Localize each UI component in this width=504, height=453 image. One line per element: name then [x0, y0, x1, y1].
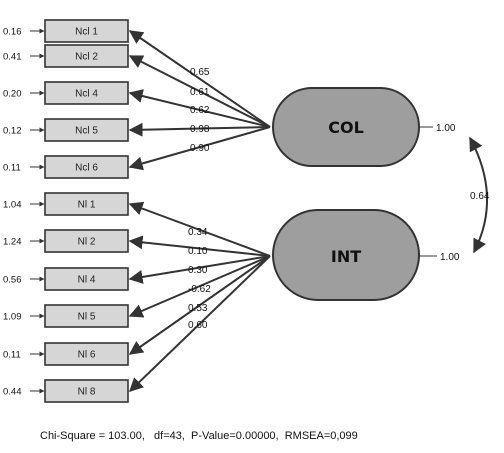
indicator-label: Nl 5	[78, 312, 96, 323]
indicator-box: Ncl 1	[44, 19, 129, 43]
loading-arrow	[128, 201, 271, 257]
loading-value: 0.61	[190, 87, 210, 98]
loading-value: 0.30	[188, 265, 208, 276]
indicator-box: Ncl 6	[44, 155, 129, 179]
indicator-label: Nl 2	[78, 237, 96, 248]
latent-col: COL	[272, 87, 420, 167]
loading-value: -0.62	[188, 284, 211, 295]
loading-arrow	[128, 235, 271, 257]
loading-value: 0.98	[190, 124, 210, 135]
latent-col-label: COL	[328, 118, 364, 137]
loading-arrow	[128, 55, 271, 128]
indicator-label: Nl 6	[78, 350, 96, 361]
col-variance: 1.00	[436, 123, 456, 134]
int-variance: 1.00	[440, 252, 460, 263]
error-variance: 0.12	[3, 126, 22, 137]
loading-value: 0.62	[190, 105, 210, 116]
correlation-arrow	[469, 136, 488, 254]
loading-arrow	[128, 255, 271, 318]
latent-int: INT	[272, 209, 420, 301]
latent-int-label: INT	[331, 247, 361, 266]
loading-value: 0.10	[188, 246, 208, 257]
loading-value: 0.60	[188, 320, 208, 331]
loading-arrow	[128, 30, 271, 128]
correlation-value: 0.64	[470, 191, 490, 202]
loading-arrow	[128, 255, 271, 392]
loading-arrow	[128, 122, 271, 137]
indicator-box: Nl 8	[44, 379, 129, 403]
error-variance: 0.11	[3, 163, 21, 174]
indicator-box: Nl 5	[44, 304, 129, 328]
error-variance: 1.09	[3, 312, 22, 323]
indicator-label: Ncl 1	[75, 27, 98, 38]
loading-value: 0.53	[188, 303, 208, 314]
loading-arrow	[128, 126, 271, 171]
error-variance: 0.20	[3, 89, 22, 100]
indicator-label: Nl 1	[78, 200, 96, 211]
error-variance: 1.24	[3, 237, 22, 248]
fit-statistics: Chi-Square = 103.00, df=43, P-Value=0.00…	[40, 430, 358, 442]
error-variance: 0.41	[3, 52, 22, 63]
indicator-box: Nl 1	[44, 192, 129, 216]
indicator-box: Nl 2	[44, 229, 129, 253]
loading-value: 0.65	[190, 67, 210, 78]
indicator-label: Nl 8	[78, 387, 96, 398]
indicator-box: Nl 6	[44, 342, 129, 366]
indicator-box: Nl 4	[44, 267, 129, 291]
error-variance: 0.16	[3, 27, 22, 38]
error-variance: 0.11	[3, 350, 21, 361]
indicator-label: Ncl 2	[75, 52, 98, 63]
indicator-box: Ncl 5	[44, 118, 129, 142]
indicator-label: Ncl 4	[75, 89, 98, 100]
loading-value: 0.34	[188, 227, 208, 238]
indicator-box: Ncl 4	[44, 81, 129, 105]
loading-arrow	[128, 89, 271, 128]
error-variance: 0.44	[3, 387, 22, 398]
indicator-label: Ncl 5	[75, 126, 98, 137]
error-variance: 0.56	[3, 275, 22, 286]
loading-arrow	[128, 255, 271, 284]
loading-arrow	[128, 255, 271, 355]
indicator-box: Ncl 2	[44, 44, 129, 68]
error-variance: 1.04	[3, 200, 22, 211]
indicator-label: Nl 4	[78, 275, 96, 286]
indicator-label: Ncl 6	[75, 163, 98, 174]
loading-value: 0.90	[190, 143, 210, 154]
